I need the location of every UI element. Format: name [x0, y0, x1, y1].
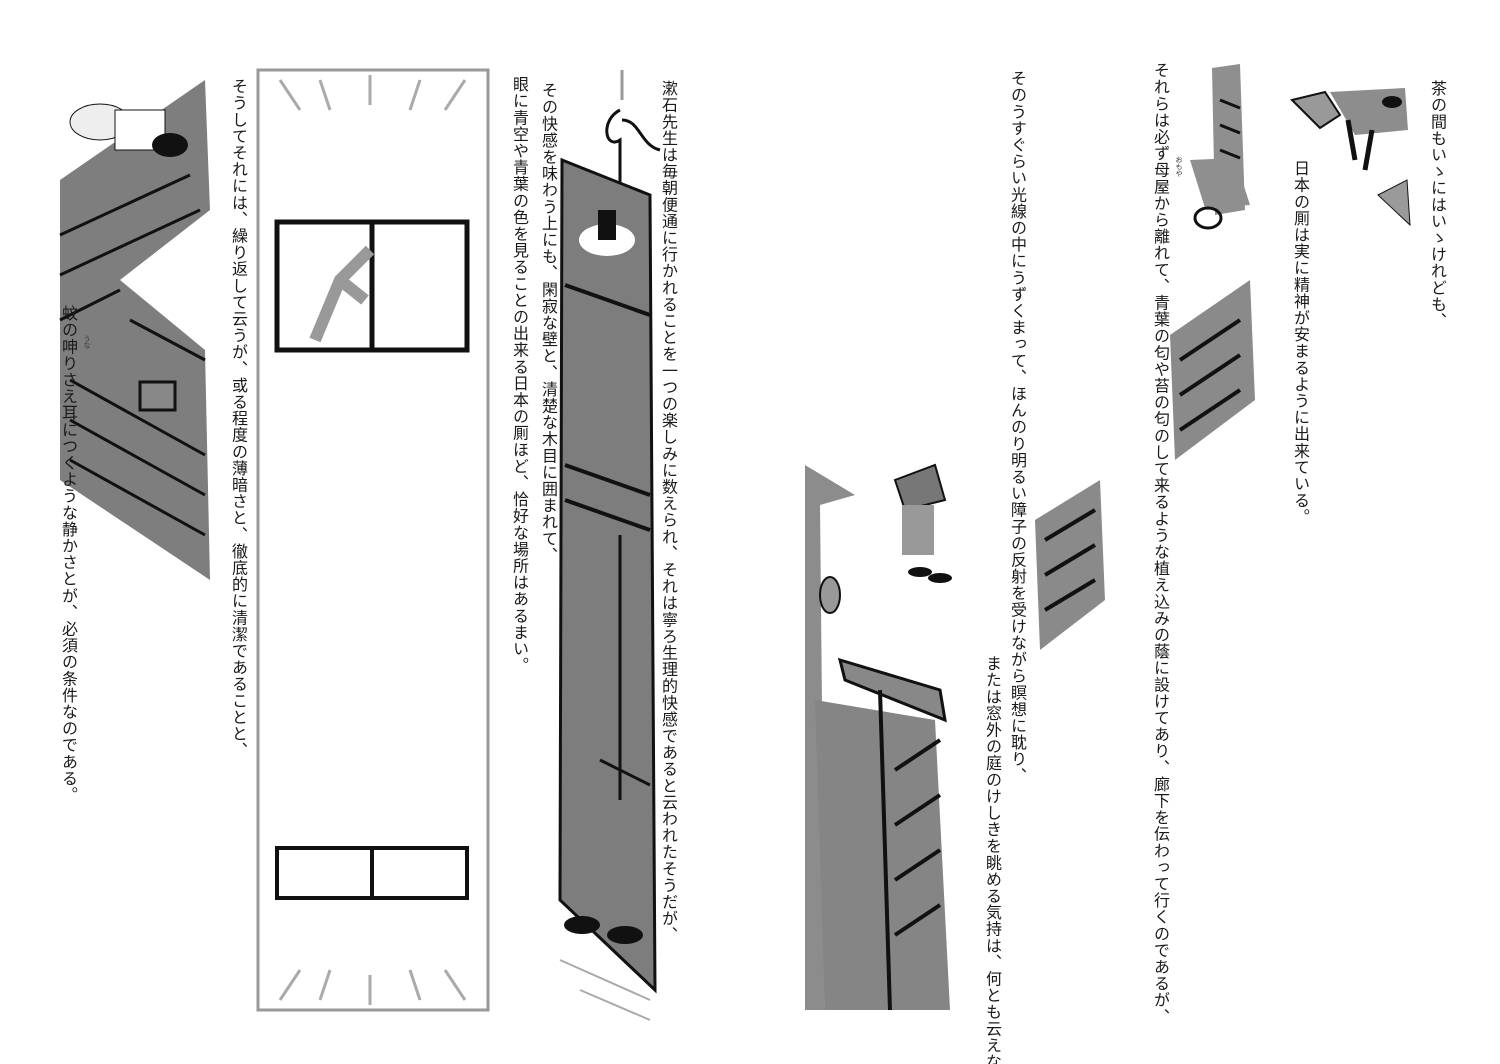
text-column-6: 漱石先生は毎朝便通に行かれることを一つの楽しみに数えられ、それは寧ろ生理的快感で… [659, 80, 678, 944]
text-column-10: 蚊の呻りさえ耳につくような静かさとが、必須の条件なのである。 [59, 305, 78, 803]
toilet-wall-window-illustration [256, 68, 490, 1012]
ruby-omoya: おもや [1175, 156, 1183, 177]
text-column-1: 茶の間もいゝにはいゝけれども、 [1428, 80, 1447, 329]
text-column-7: その快感を味わう上にも、閑寂な壁と、清楚な木目に囲まれて、 [539, 82, 558, 564]
text-column-5: または窓外の庭のけしきを眺める気持は、何とも云えない。 [983, 655, 1002, 1064]
tea-table-illustration [1290, 88, 1411, 227]
stepping-stones-illustration [1035, 64, 1255, 650]
ruby-una: うな [83, 335, 91, 349]
text-column-8: 眼に青空や青葉の色を見ることの出来る日本の厠ほど、恰好な場所はあるまい。 [510, 76, 529, 674]
corridor-door-illustration [805, 465, 950, 1011]
text-column-4: そのうすぐらい光線の中にうずくまって、ほんのり明るい障子の反射を受けながら瞑想に… [1008, 70, 1027, 784]
text-column-2: 日本の厠は実に精神が安まるように出来ている。 [1291, 160, 1310, 526]
garden-lantern-illustration [893, 463, 952, 583]
text-column-3: それらは必ず母屋から離れて、青葉の匂や苔の匂のして来るような植え込みの蔭に設けて… [1151, 62, 1170, 1025]
floor-cleaning-illustration [59, 80, 210, 580]
toilet-room-illustration [558, 70, 661, 1021]
text-column-9: そうしてそれには、繰り返して云うが、或る程度の薄暗さと、徹底的に清潔であることと… [229, 78, 248, 759]
